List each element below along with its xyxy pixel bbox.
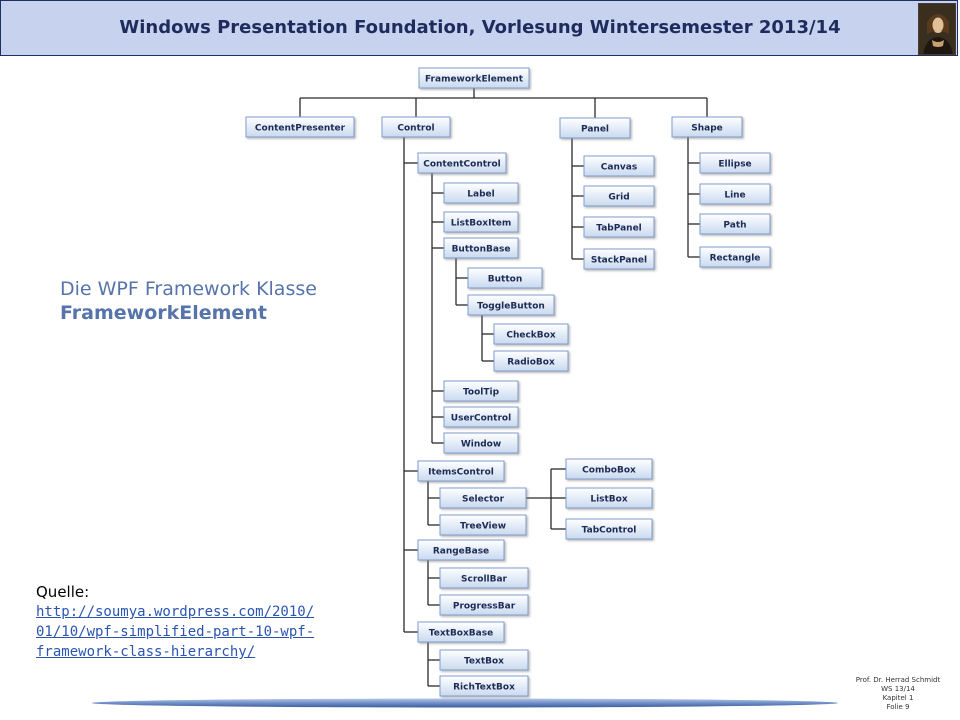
svg-text:Selector: Selector bbox=[462, 495, 505, 505]
portrait-image bbox=[918, 3, 956, 55]
node-canvas: Canvas bbox=[583, 155, 655, 177]
footer-info: Prof. Dr. Herrad Schmidt WS 13/14 Kapite… bbox=[836, 676, 960, 712]
header-bar bbox=[0, 0, 958, 56]
footer-semester: WS 13/14 bbox=[881, 685, 915, 693]
heading-line-1: Die WPF Framework Klasse bbox=[60, 278, 317, 300]
svg-text:TreeView: TreeView bbox=[460, 522, 506, 532]
svg-text:Line: Line bbox=[724, 191, 745, 201]
node-tab-panel: TabPanel bbox=[583, 216, 655, 238]
source-label: Quelle: bbox=[36, 583, 90, 601]
svg-text:ButtonBase: ButtonBase bbox=[452, 245, 511, 255]
svg-text:Grid: Grid bbox=[608, 193, 629, 203]
node-scroll-bar: ScrollBar bbox=[439, 567, 529, 589]
node-panel: Panel bbox=[559, 117, 631, 139]
svg-text:Ellipse: Ellipse bbox=[718, 160, 751, 170]
svg-text:ProgressBar: ProgressBar bbox=[453, 602, 516, 612]
node-path: Path bbox=[699, 213, 771, 235]
node-grid: Grid bbox=[583, 185, 655, 207]
svg-text:Panel: Panel bbox=[581, 125, 609, 135]
svg-text:RadioBox: RadioBox bbox=[507, 358, 555, 368]
source-link-line-3[interactable]: framework-class-hierarchy/ bbox=[36, 644, 256, 660]
node-tree-view: TreeView bbox=[439, 514, 527, 536]
svg-text:FrameworkElement: FrameworkElement bbox=[425, 75, 524, 85]
svg-text:Canvas: Canvas bbox=[601, 163, 637, 173]
node-content-presenter: ContentPresenter bbox=[245, 116, 355, 138]
svg-text:Rectangle: Rectangle bbox=[710, 254, 761, 264]
node-line: Line bbox=[699, 183, 771, 205]
node-window: Window bbox=[443, 432, 519, 454]
node-shape: Shape bbox=[671, 116, 743, 138]
node-range-base: RangeBase bbox=[417, 539, 505, 561]
node-ellipse: Ellipse bbox=[699, 152, 771, 174]
svg-text:Path: Path bbox=[723, 221, 746, 231]
source-link-line-2[interactable]: 01/10/wpf-simplified-part-10-wpf- bbox=[36, 624, 315, 640]
slide-heading: Die WPF Framework Klasse FrameworkElemen… bbox=[60, 277, 380, 325]
svg-text:RangeBase: RangeBase bbox=[433, 547, 489, 557]
svg-text:Button: Button bbox=[488, 275, 522, 285]
footer-decor-bar bbox=[92, 698, 838, 708]
svg-text:ContentPresenter: ContentPresenter bbox=[255, 124, 346, 134]
svg-text:ListBoxItem: ListBoxItem bbox=[451, 219, 511, 229]
node-list-box: ListBox bbox=[565, 487, 653, 509]
svg-text:ScrollBar: ScrollBar bbox=[461, 575, 508, 585]
svg-text:ToolTip: ToolTip bbox=[463, 388, 500, 398]
node-tab-control: TabControl bbox=[565, 518, 653, 540]
svg-text:RichTextBox: RichTextBox bbox=[453, 683, 515, 693]
node-framework-element: FrameworkElement bbox=[418, 67, 530, 89]
node-toggle-button: ToggleButton bbox=[467, 294, 555, 316]
node-control: Control bbox=[381, 116, 451, 138]
svg-text:CheckBox: CheckBox bbox=[506, 331, 555, 341]
svg-text:UserControl: UserControl bbox=[451, 414, 511, 424]
svg-text:ComboBox: ComboBox bbox=[582, 466, 636, 476]
node-rectangle: Rectangle bbox=[699, 246, 771, 268]
node-list-box-item: ListBoxItem bbox=[443, 211, 519, 233]
node-stack-panel: StackPanel bbox=[583, 248, 655, 270]
node-tool-tip: ToolTip bbox=[443, 380, 519, 402]
source-link-line-1[interactable]: http://soumya.wordpress.com/2010/ bbox=[36, 604, 315, 620]
svg-text:Control: Control bbox=[397, 124, 434, 134]
svg-text:ListBox: ListBox bbox=[590, 495, 628, 505]
node-button: Button bbox=[467, 267, 543, 289]
footer-chapter: Kapitel 1 bbox=[882, 694, 914, 702]
svg-text:Label: Label bbox=[467, 190, 494, 200]
svg-text:TextBoxBase: TextBoxBase bbox=[429, 629, 493, 639]
node-items-control: ItemsControl bbox=[417, 460, 505, 482]
node-user-control: UserControl bbox=[443, 406, 519, 428]
node-selector: Selector bbox=[439, 487, 527, 509]
page-title: Windows Presentation Foundation, Vorlesu… bbox=[119, 17, 841, 38]
heading-line-2: FrameworkElement bbox=[60, 302, 267, 324]
node-progress-bar: ProgressBar bbox=[439, 594, 529, 616]
node-rich-text-box: RichTextBox bbox=[439, 675, 529, 697]
node-text-box: TextBox bbox=[439, 649, 529, 671]
svg-text:ItemsControl: ItemsControl bbox=[428, 468, 494, 478]
hierarchy-connectors bbox=[299, 88, 708, 687]
svg-text:TabControl: TabControl bbox=[582, 526, 637, 536]
svg-text:ToggleButton: ToggleButton bbox=[477, 302, 545, 312]
svg-text:TabPanel: TabPanel bbox=[596, 224, 642, 234]
svg-text:ContentControl: ContentControl bbox=[423, 160, 501, 170]
node-combo-box: ComboBox bbox=[565, 458, 653, 480]
node-text-box-base: TextBoxBase bbox=[417, 621, 505, 643]
svg-text:Window: Window bbox=[461, 440, 501, 450]
node-label: Label bbox=[443, 182, 519, 204]
node-radio-box: RadioBox bbox=[493, 350, 569, 372]
svg-text:Shape: Shape bbox=[691, 124, 723, 134]
footer-slide-number: Folie 9 bbox=[886, 703, 910, 711]
node-content-control: ContentControl bbox=[417, 152, 507, 174]
svg-text:TextBox: TextBox bbox=[464, 657, 504, 667]
footer-author: Prof. Dr. Herrad Schmidt bbox=[855, 676, 941, 684]
node-check-box: CheckBox bbox=[493, 323, 569, 345]
svg-text:StackPanel: StackPanel bbox=[591, 256, 647, 266]
node-button-base: ButtonBase bbox=[443, 237, 519, 259]
source-block: Quelle: http://soumya.wordpress.com/2010… bbox=[36, 582, 356, 662]
